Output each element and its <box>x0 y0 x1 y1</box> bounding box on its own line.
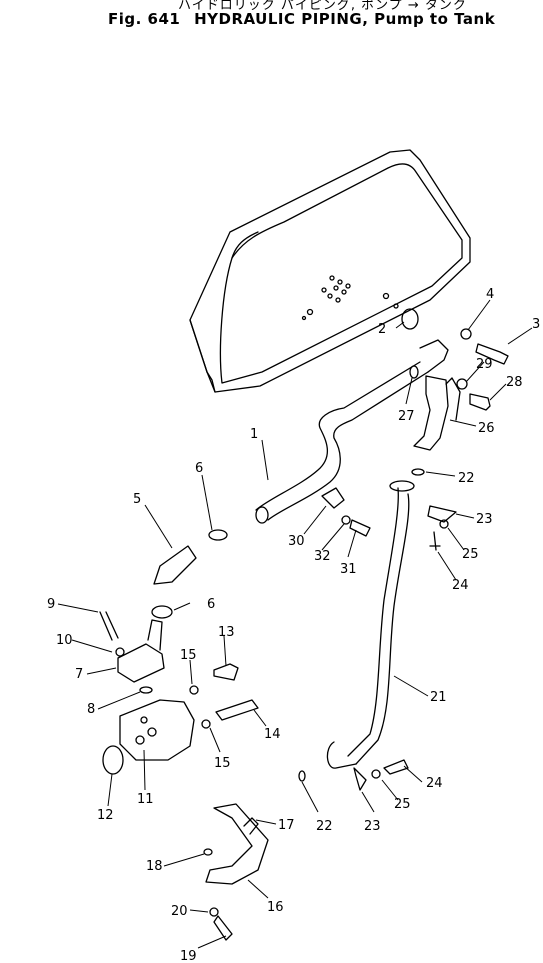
clamp-23-top <box>427 505 457 523</box>
bolt-31 <box>349 519 371 537</box>
callout-25a: 25 <box>462 547 479 562</box>
nipple-17 <box>243 817 259 835</box>
bolt-9 <box>99 611 119 641</box>
callout-8: 8 <box>87 702 95 717</box>
clamp-23-lower <box>353 767 367 791</box>
o-ring-22-top <box>411 468 425 476</box>
clamp-30 <box>321 487 345 509</box>
callout-16: 16 <box>267 900 284 915</box>
callout-25b: 25 <box>394 797 411 812</box>
callout-31: 31 <box>340 562 357 577</box>
figure-title: Fig. 641 HYDRAULIC PIPING, Pump to Tank <box>108 10 503 28</box>
callout-6b: 6 <box>207 597 215 612</box>
callout-13: 13 <box>218 625 235 640</box>
elbow-26 <box>413 375 449 451</box>
o-ring-12 <box>102 745 124 775</box>
washer-29 <box>456 378 468 390</box>
callout-6a: 6 <box>195 461 203 476</box>
washer-10 <box>115 647 125 657</box>
hose-21 <box>347 487 399 757</box>
figure-title-text: HYDRAULIC PIPING, Pump to Tank <box>194 10 496 28</box>
callout-3: 3 <box>532 317 540 332</box>
bolt-13 <box>213 663 239 681</box>
callout-24a: 24 <box>452 578 469 593</box>
callout-11: 11 <box>137 792 154 807</box>
washer-15-upper <box>189 685 199 695</box>
callout-4: 4 <box>486 287 494 302</box>
callout-5: 5 <box>133 492 141 507</box>
o-ring-8 <box>139 686 153 694</box>
bolt-3 <box>475 343 509 365</box>
suction-hose <box>255 339 449 524</box>
bolt-24-top <box>429 531 441 551</box>
o-ring-18 <box>203 848 213 856</box>
callout-7: 7 <box>75 667 83 682</box>
callout-15a: 15 <box>180 648 197 663</box>
callout-29: 29 <box>476 357 493 372</box>
callout-21: 21 <box>430 690 447 705</box>
callout-24b: 24 <box>426 776 443 791</box>
pipe-16 <box>205 803 269 885</box>
callout-2: 2 <box>378 322 386 337</box>
callout-10: 10 <box>56 633 73 648</box>
callout-27: 27 <box>398 409 415 424</box>
callout-32: 32 <box>314 549 331 564</box>
bolt-14 <box>215 699 259 721</box>
washer-25-lower <box>371 769 381 779</box>
washer-32 <box>341 515 351 525</box>
callout-15b: 15 <box>214 756 231 771</box>
o-ring-27 <box>409 365 419 379</box>
callout-19: 19 <box>180 949 197 963</box>
callout-23b: 23 <box>364 819 381 834</box>
bolt-24-lower <box>383 759 409 775</box>
bolt-19 <box>213 915 233 941</box>
callout-30: 30 <box>288 534 305 549</box>
callout-26: 26 <box>478 421 495 436</box>
callout-20: 20 <box>171 904 188 919</box>
o-ring-2 <box>401 308 419 330</box>
callout-28: 28 <box>506 375 523 390</box>
washer-25-top <box>439 519 449 529</box>
callout-12: 12 <box>97 808 114 823</box>
o-ring-22-lower <box>298 770 306 782</box>
clamp-6-lower <box>151 605 173 619</box>
fitting-7 <box>117 643 165 683</box>
hose-5 <box>153 545 197 585</box>
callout-18: 18 <box>146 859 163 874</box>
pump-11 <box>119 699 195 761</box>
clamp-6-upper <box>208 529 228 541</box>
callout-22b: 22 <box>316 819 333 834</box>
washer-4 <box>460 328 472 340</box>
bolt-28 <box>469 393 491 411</box>
callout-22a: 22 <box>458 471 475 486</box>
callout-14: 14 <box>264 727 281 742</box>
figure-number: Fig. 641 <box>108 10 181 28</box>
title-japanese: ハイドロリック パイピング, ポンプ → タンク <box>178 0 467 13</box>
callout-23a: 23 <box>476 512 493 527</box>
callout-1: 1 <box>250 427 258 442</box>
washer-15-lower <box>201 719 211 729</box>
callout-17: 17 <box>278 818 295 833</box>
callout-9: 9 <box>47 597 55 612</box>
hydraulic-tank <box>189 149 471 393</box>
washer-20 <box>209 907 219 917</box>
